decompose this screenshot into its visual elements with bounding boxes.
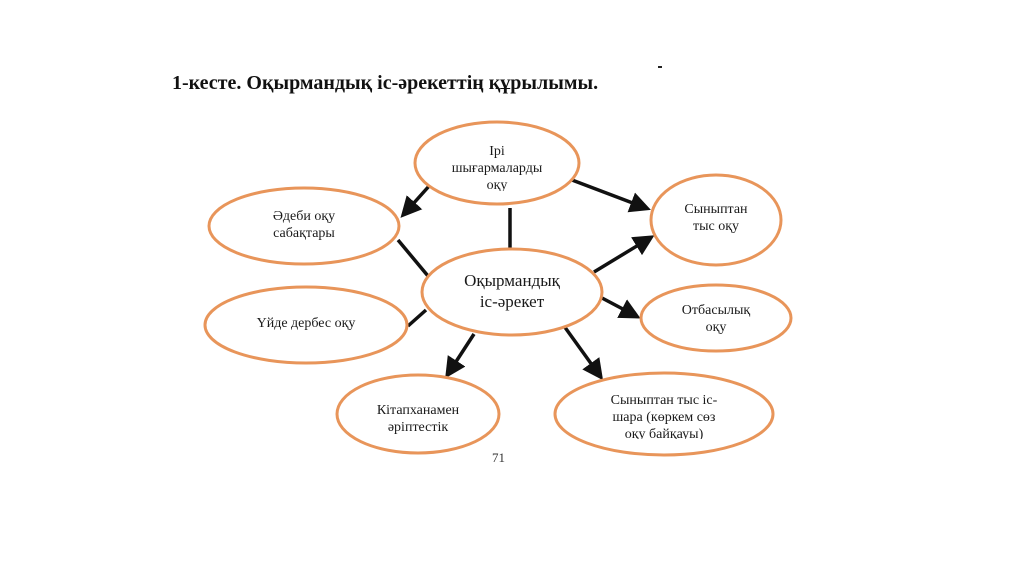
page-number: 71 [492,450,505,465]
arrow-top-to-right-top [571,178,651,213]
line-center-to-left-mid [406,308,428,328]
node-right-mid-shape [639,283,793,353]
arrow-center-to-bottom-left [445,333,476,379]
node-left-mid-shape [203,285,409,365]
node-center-shape [420,247,604,337]
node-top-shape [413,120,581,206]
line-center-to-left-top [396,238,430,278]
page-title: 1-кесте. Оқырмандық іс-әрекеттің құрылым… [172,72,599,94]
node-bottom-right-shape [553,371,775,457]
arrow-center-to-right-mid [601,296,641,319]
node-right-top-shape [649,173,783,267]
arrow-center-to-bottom-right [562,324,604,381]
decorative-mark [658,66,662,68]
node-bottom-left-shape [335,373,501,455]
arrow-top-to-left-top [400,183,432,218]
arrow-center-to-right-top [593,235,655,274]
node-left-top-shape [207,186,401,266]
